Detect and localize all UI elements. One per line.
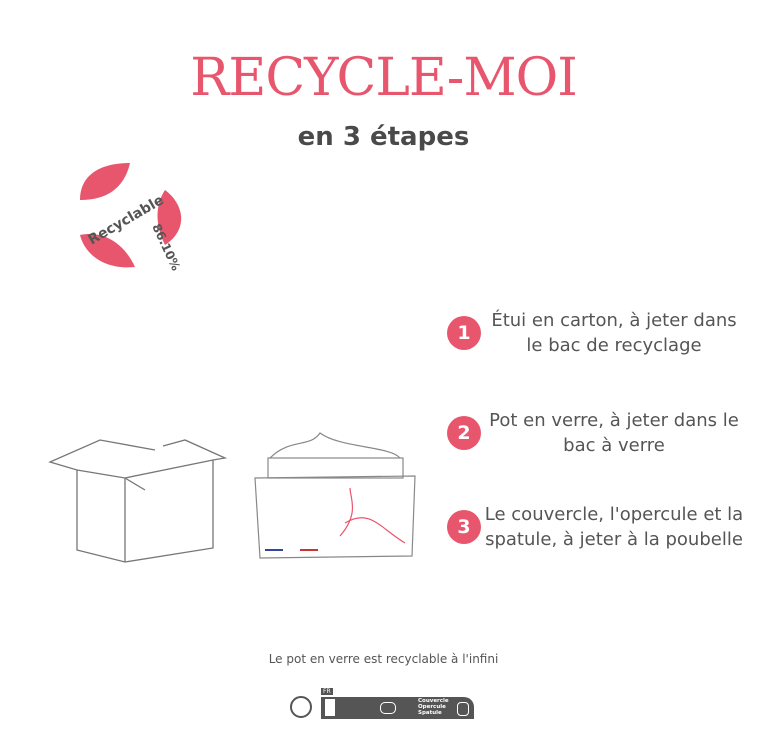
triman-info-bar: FR Couvercle Opercule Spatule bbox=[290, 688, 476, 720]
carton-box-illustration bbox=[48, 439, 228, 563]
bin-icon bbox=[325, 699, 335, 716]
country-code: FR bbox=[321, 688, 333, 695]
step-number: 3 bbox=[447, 510, 481, 544]
waste-text: Couvercle Opercule Spatule bbox=[418, 698, 449, 716]
step-text: Pot en verre, à jeter dans le bac à verr… bbox=[489, 410, 739, 456]
step-text: Étui en carton, à jeter dans le bac de r… bbox=[491, 310, 737, 356]
leaf-icon bbox=[80, 163, 182, 268]
step-1: 1 Étui en carton, à jeter dans le bac de … bbox=[447, 308, 747, 358]
recyclable-badge: Recyclable 86.10% bbox=[80, 163, 183, 273]
step-number: 2 bbox=[447, 416, 481, 450]
step-number: 1 bbox=[447, 316, 481, 350]
step-text: Le couvercle, l'opercule et la spatule, … bbox=[484, 504, 744, 550]
triman-icon bbox=[290, 696, 312, 718]
jar-illustration bbox=[254, 432, 416, 559]
trash-bag-icon bbox=[457, 702, 469, 716]
subtitle: en 3 étapes bbox=[297, 122, 470, 152]
badge-label: Recyclable bbox=[85, 192, 166, 248]
jar-icon bbox=[380, 702, 396, 714]
footer-note: Le pot en verre est recyclable à l'infin… bbox=[268, 652, 499, 666]
page-title: RECYCLE-MOI bbox=[190, 48, 578, 108]
